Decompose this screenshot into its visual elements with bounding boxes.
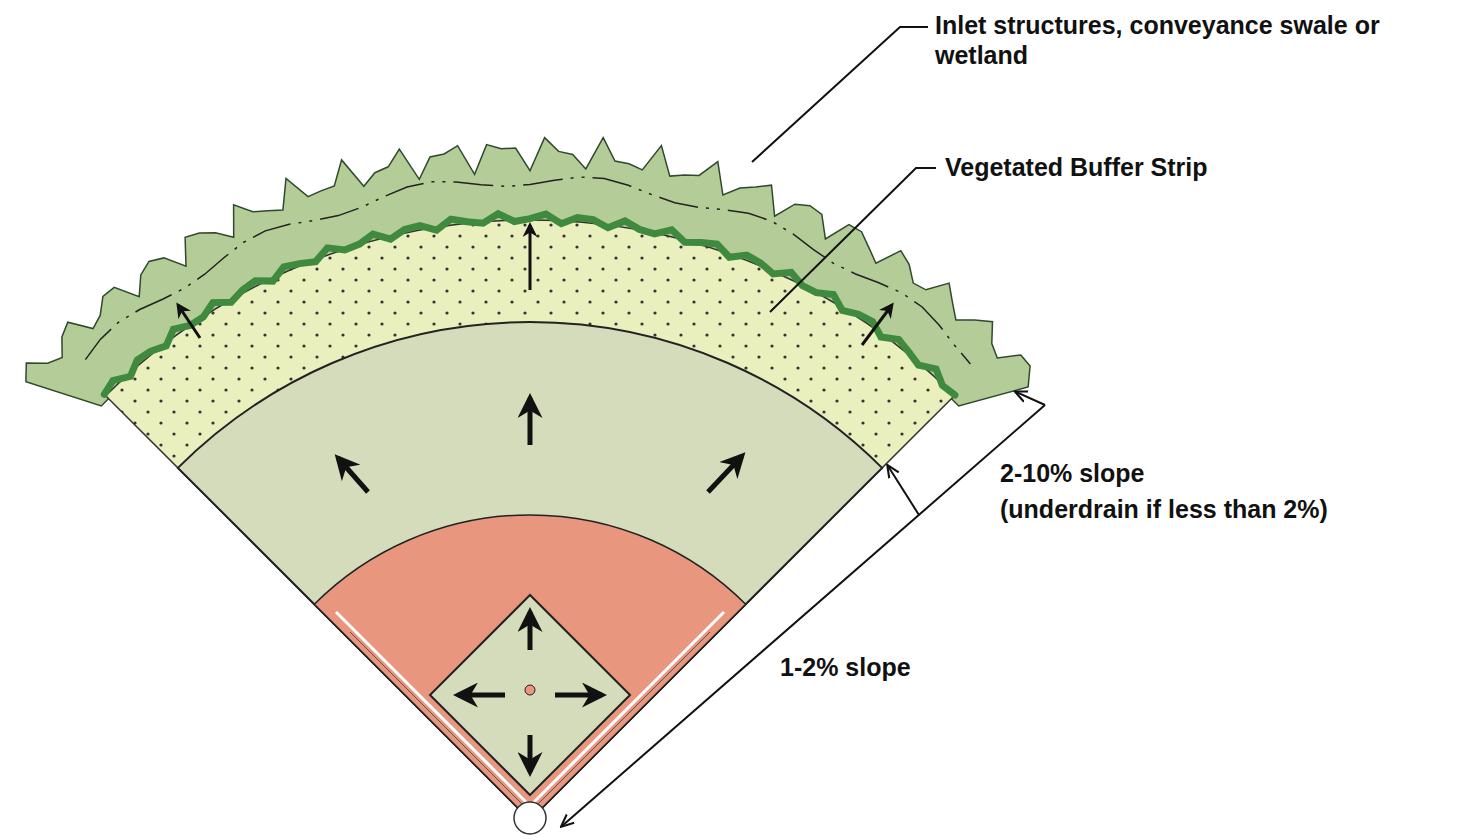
foul-line-edges (350, 632, 710, 806)
callout-label: 2-10% slope (1000, 458, 1420, 488)
slope-dimension-bracket (562, 392, 1045, 826)
home-plate-circle (514, 802, 546, 834)
infield-dirt (314, 515, 745, 820)
leader-lines (752, 27, 936, 312)
outfield (178, 322, 882, 820)
foul-lines (336, 612, 724, 806)
callout-label: 1-2% slope (780, 652, 980, 682)
buffer-strip (106, 220, 955, 820)
callout-label: Vegetated Buffer Strip (945, 152, 1265, 182)
callout-label: (underdrain if less than 2%) (1000, 494, 1420, 524)
buffer-flow-arrows (178, 225, 892, 345)
infield-diamond (430, 595, 630, 795)
flow-arrows (338, 398, 742, 772)
pitchers-mound (525, 685, 535, 695)
buffer-texture (106, 220, 955, 820)
callout-label: Inlet structures, conveyance swale or we… (935, 10, 1445, 70)
